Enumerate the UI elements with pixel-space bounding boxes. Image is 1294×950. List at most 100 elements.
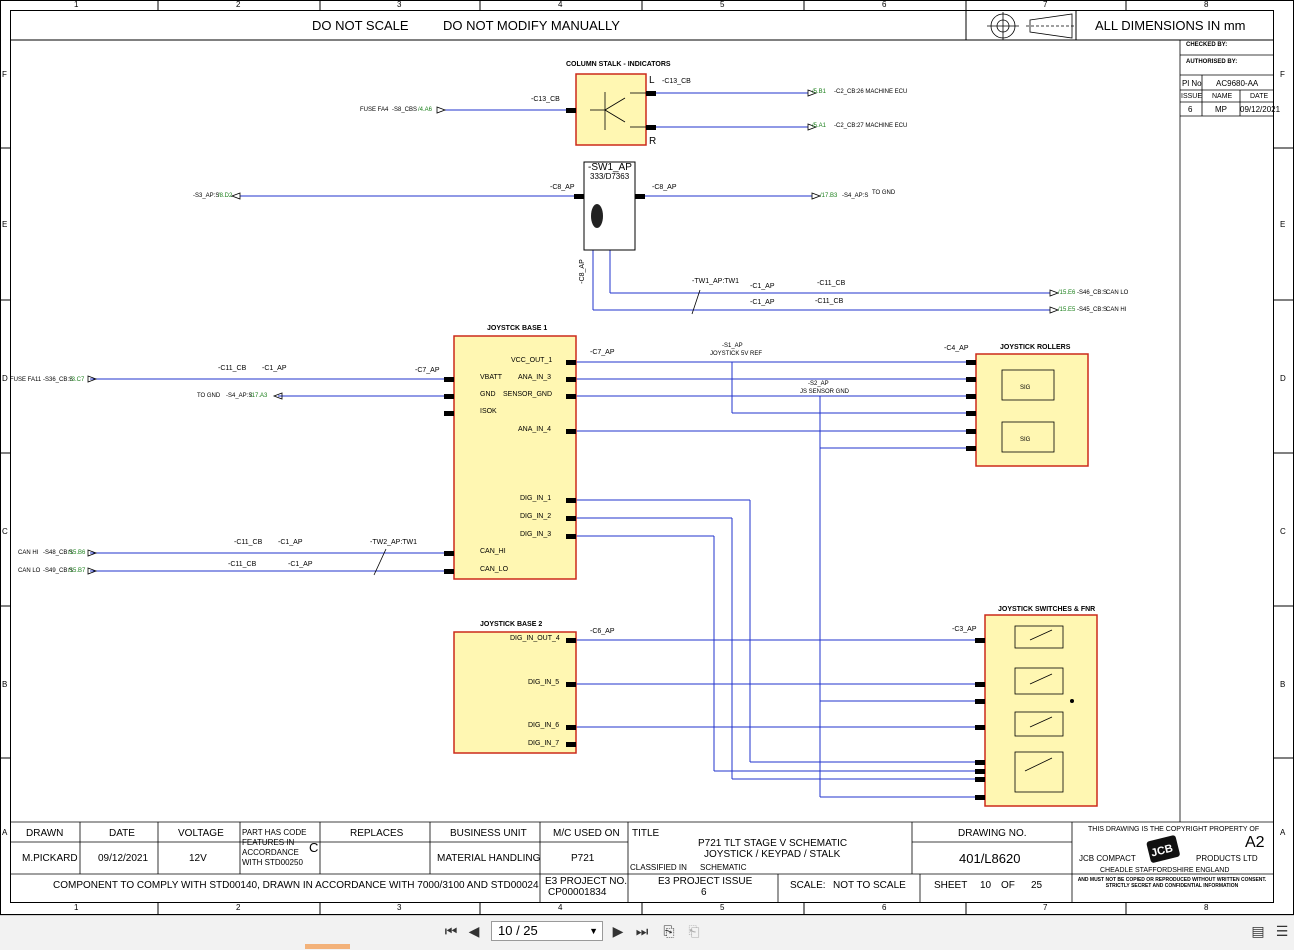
row-E-right: E [1280,220,1286,229]
can-lo-label: CAN LO [18,568,41,574]
s4-aps-label-2: -S4_AP:S [226,393,253,399]
schematic-sheet: 1 2 3 4 5 6 7 8 1 2 3 4 5 6 7 8 F E D C … [0,0,1294,915]
tw2-label: -TW2_AP:TW1 [370,539,418,546]
joystick-switches-title: JOYSTICK SWITCHES & FNR [998,606,1096,613]
ref-17a3: /17.A3 [250,393,268,399]
c11-cb-label-a: -C11_CB [817,280,846,287]
c3-ap-label: -C3_AP [952,626,977,633]
s3-aps-label: -S3_AP:S [193,193,220,199]
first-page-icon[interactable]: ⏮ [444,924,458,940]
tw1-label: -TW1_AP:TW1 [692,278,740,285]
date-label: DATE [1250,93,1269,100]
classified-in-value: SCHEMATIC [700,863,747,872]
c11-cb-label-b: -C11_CB [815,298,844,305]
copy-page-icon[interactable]: ⎘ [663,924,675,940]
row-C-right: C [1280,527,1286,536]
pin-isok: ISOK [480,408,497,415]
business-unit-value: MATERIAL HANDLING [437,853,541,864]
e3-issue-header: E3 PROJECT ISSUE [658,876,753,887]
s2-ap-label: -S2_AP [808,381,829,387]
to-gnd-label-2: TO GND [197,393,221,399]
sheet-value: 10 [980,880,992,891]
ref-17b3: /17.B3 [820,193,838,199]
c1-ap-label-d: -C1_AP [278,539,303,546]
c13-cb-label-2: -C13_CB [662,78,691,85]
roller-sig-1: SIG [1020,385,1031,391]
of-header: OF [1001,880,1015,891]
joystick-base-2-box [453,631,577,754]
stalk-right-label: R [649,136,657,147]
roller-sig-2: SIG [1020,437,1031,443]
classified-in-header: CLASSIFIED IN [630,863,687,872]
col-2: 2 [236,0,241,9]
col-2-bottom: 2 [236,903,241,912]
previous-page-icon[interactable]: ◀ [468,924,480,940]
pin-dig-in-out-4: DIG_IN_OUT_4 [510,635,560,642]
c13-cb-label-1: -C13_CB [531,96,560,103]
to-gnd-label: TO GND [872,190,896,196]
col-7-bottom: 7 [1043,903,1048,912]
pin-dig-in-6: DIG_IN_6 [528,722,560,729]
page-number-value: 10 / 25 [498,923,538,938]
row-A: A [2,828,8,837]
row-D-right: D [1280,374,1286,383]
mc-used-header: M/C USED ON [553,828,620,839]
s45-label: -S45_CB:S [1077,307,1108,313]
drawing-no-value: 401/L8620 [959,851,1021,866]
name-label: NAME [1212,93,1233,100]
column-stalk-box [575,73,647,146]
c7-ap-label-1: -C7_AP [415,367,440,374]
pin-can-hi: CAN_HI [480,548,506,555]
ref-15b7: /15.B7 [68,568,86,574]
col-3-bottom: 3 [397,903,402,912]
fuse-fa4-label: FUSE FA4 [360,107,389,113]
last-page-icon[interactable]: ⏭ [635,924,649,940]
voltage-value: 12V [189,853,207,864]
js-sensor-gnd-label: JS SENSOR GND [800,389,850,395]
c6-ap-label: -C6_AP [590,628,615,635]
business-unit-header: BUSINESS UNIT [450,828,527,839]
company-right: PRODUCTS LTD [1196,854,1258,863]
comply-note: COMPONENT TO COMPLY WITH STD00140, DRAWN… [53,880,539,891]
col-4: 4 [558,0,563,9]
drawing-no-header: DRAWING NO. [958,828,1027,839]
pin-sensor-gnd: SENSOR_GND [503,391,553,398]
row-B-right: B [1280,680,1286,689]
page-number-field[interactable]: 10 / 25 ▼ [491,921,603,941]
col-1-bottom: 1 [74,903,79,912]
s1-ap-label: -S1_AP [722,343,743,349]
scale-header: SCALE: [790,880,826,891]
stalk-left-label: L [649,75,655,86]
company-address: CHEADLE STAFFORDSHIRE ENGLAND [1100,867,1230,874]
c1-ap-label-a: -C1_AP [750,283,775,290]
row-F: F [2,70,7,79]
e3-project-no-value: CP00001834 [548,887,607,898]
continuous-view-icon[interactable]: ☰ [1275,924,1289,940]
drawn-value: M.PICKARD [22,853,78,864]
date-value: 09/12/2021 [1240,105,1281,114]
of-value: 25 [1031,880,1043,891]
confidential-notice: AND MUST NOT BE COPIED OR REPRODUCED WIT… [1077,877,1267,889]
s8-cbs-label: -S8_CBS [392,107,418,113]
chevron-down-icon[interactable]: ▼ [589,926,598,936]
joystick-base-1-box [453,335,577,580]
machine-ecu-2: -C2_CB:27 MACHINE ECU [834,123,908,129]
pin-gnd: GND [480,391,496,398]
pin-ana-in-3: ANA_IN_3 [518,374,552,381]
single-page-view-icon[interactable]: ▤ [1251,924,1265,940]
taskbar-accent [305,944,350,949]
can-hi-label: CAN HI [18,550,39,556]
c8-ap-label-1: -C8_AP [550,184,575,191]
row-D: D [2,374,8,383]
e3-project-no-header: E3 PROJECT NO. [545,876,628,887]
sw1-name: -SW1_AP [588,162,632,173]
date-header: DATE [109,828,135,839]
c7-ap-label-2: -C7_AP [590,349,615,356]
c4-ap-label: -C4_AP [944,345,969,352]
next-page-icon[interactable]: ▶ [612,924,624,940]
col-1: 1 [74,0,79,9]
title-line-1: P721 TLT STAGE V SCHEMATIC [698,838,848,849]
paste-page-icon[interactable]: ⎗ [688,924,700,940]
machine-ecu-1: -C2_CB:26 MACHINE ECU [834,89,908,95]
ref-5a1: /5.A1 [812,123,827,129]
